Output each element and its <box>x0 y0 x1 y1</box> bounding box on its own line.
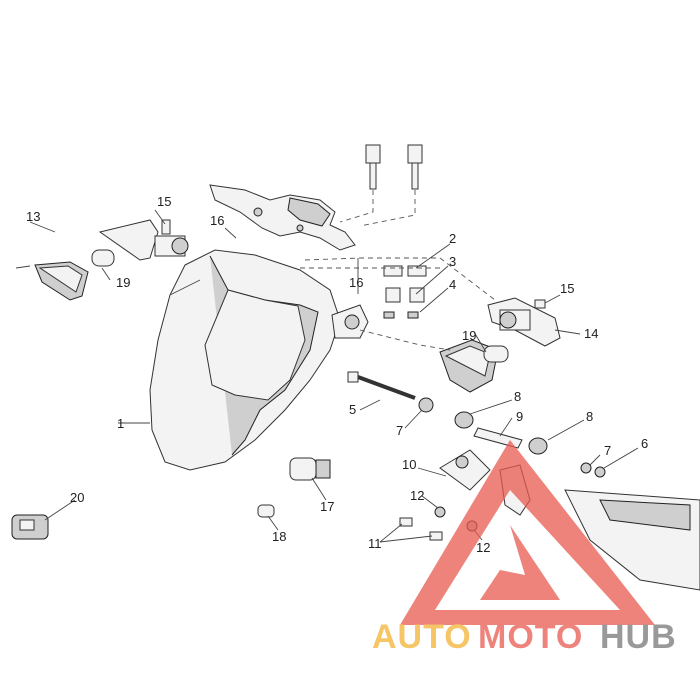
mount-bracket-10 <box>439 449 491 491</box>
housing-mount-lug <box>331 304 369 339</box>
parking-bulb <box>257 504 275 518</box>
grommet-set <box>383 265 427 319</box>
top-bolt-left <box>365 144 381 190</box>
callout-12-upper: 12 <box>410 488 424 503</box>
callout-4: 4 <box>449 277 456 292</box>
callout-12-lower: 12 <box>476 540 490 555</box>
watermark-text-hub: HUB <box>600 618 677 656</box>
callout-20: 20 <box>70 490 84 505</box>
callout-3: 3 <box>449 254 456 269</box>
callout-14: 14 <box>584 326 598 341</box>
long-bolt <box>347 371 416 400</box>
callout-19-right: 19 <box>462 328 476 343</box>
watermark-text-moto: MOTO <box>478 618 583 656</box>
callout-15-left: 15 <box>157 194 171 209</box>
callout-9: 9 <box>516 409 523 424</box>
callout-7-right: 7 <box>604 443 611 458</box>
watermark-text-auto: AUTO <box>372 618 472 656</box>
callout-6: 6 <box>641 436 648 451</box>
headlight-housing <box>149 249 341 471</box>
callout-2: 2 <box>449 231 456 246</box>
callout-10: 10 <box>402 457 416 472</box>
washer-7-right <box>580 462 592 474</box>
leader-lines <box>29 209 639 543</box>
right-turn-signal <box>487 297 561 347</box>
callout-8-right: 8 <box>586 409 593 424</box>
rod-9 <box>473 427 523 449</box>
callout-18: 18 <box>272 529 286 544</box>
headlight-bulb <box>289 457 331 481</box>
callout-16-left: 16 <box>210 213 224 228</box>
screw-11-a <box>399 517 413 527</box>
nut-6 <box>594 466 606 478</box>
callout-8-left: 8 <box>514 389 521 404</box>
screw-15-right <box>534 299 546 309</box>
callout-15-right: 15 <box>560 281 574 296</box>
nut-12-a <box>434 506 446 518</box>
washer-7-left <box>418 397 434 413</box>
callout-13: 13 <box>26 209 40 224</box>
callout-16-right: 16 <box>349 275 363 290</box>
right-bulb <box>483 345 509 363</box>
frame-section <box>564 489 700 591</box>
left-bulb <box>91 249 115 267</box>
connector-20 <box>11 514 49 540</box>
left-turn-lens <box>34 261 89 301</box>
callout-19-left: 19 <box>116 275 130 290</box>
watermark-triangle <box>400 440 655 625</box>
spacer-8-right <box>528 437 548 455</box>
headlight-bracket <box>209 184 356 251</box>
callout-1: 1 <box>117 416 124 431</box>
top-bolt-right <box>407 144 423 190</box>
callout-11: 11 <box>368 536 382 551</box>
left-turn-signal <box>98 219 189 261</box>
callout-labels: 1 2 3 4 5 6 7 7 8 8 9 10 11 12 12 13 14 … <box>26 194 648 555</box>
spacer-8-left <box>454 411 474 429</box>
callout-5: 5 <box>349 402 356 417</box>
callout-17: 17 <box>320 499 334 514</box>
callout-7-left: 7 <box>396 423 403 438</box>
watermark-logo: AUTO MOTO HUB <box>372 440 677 656</box>
